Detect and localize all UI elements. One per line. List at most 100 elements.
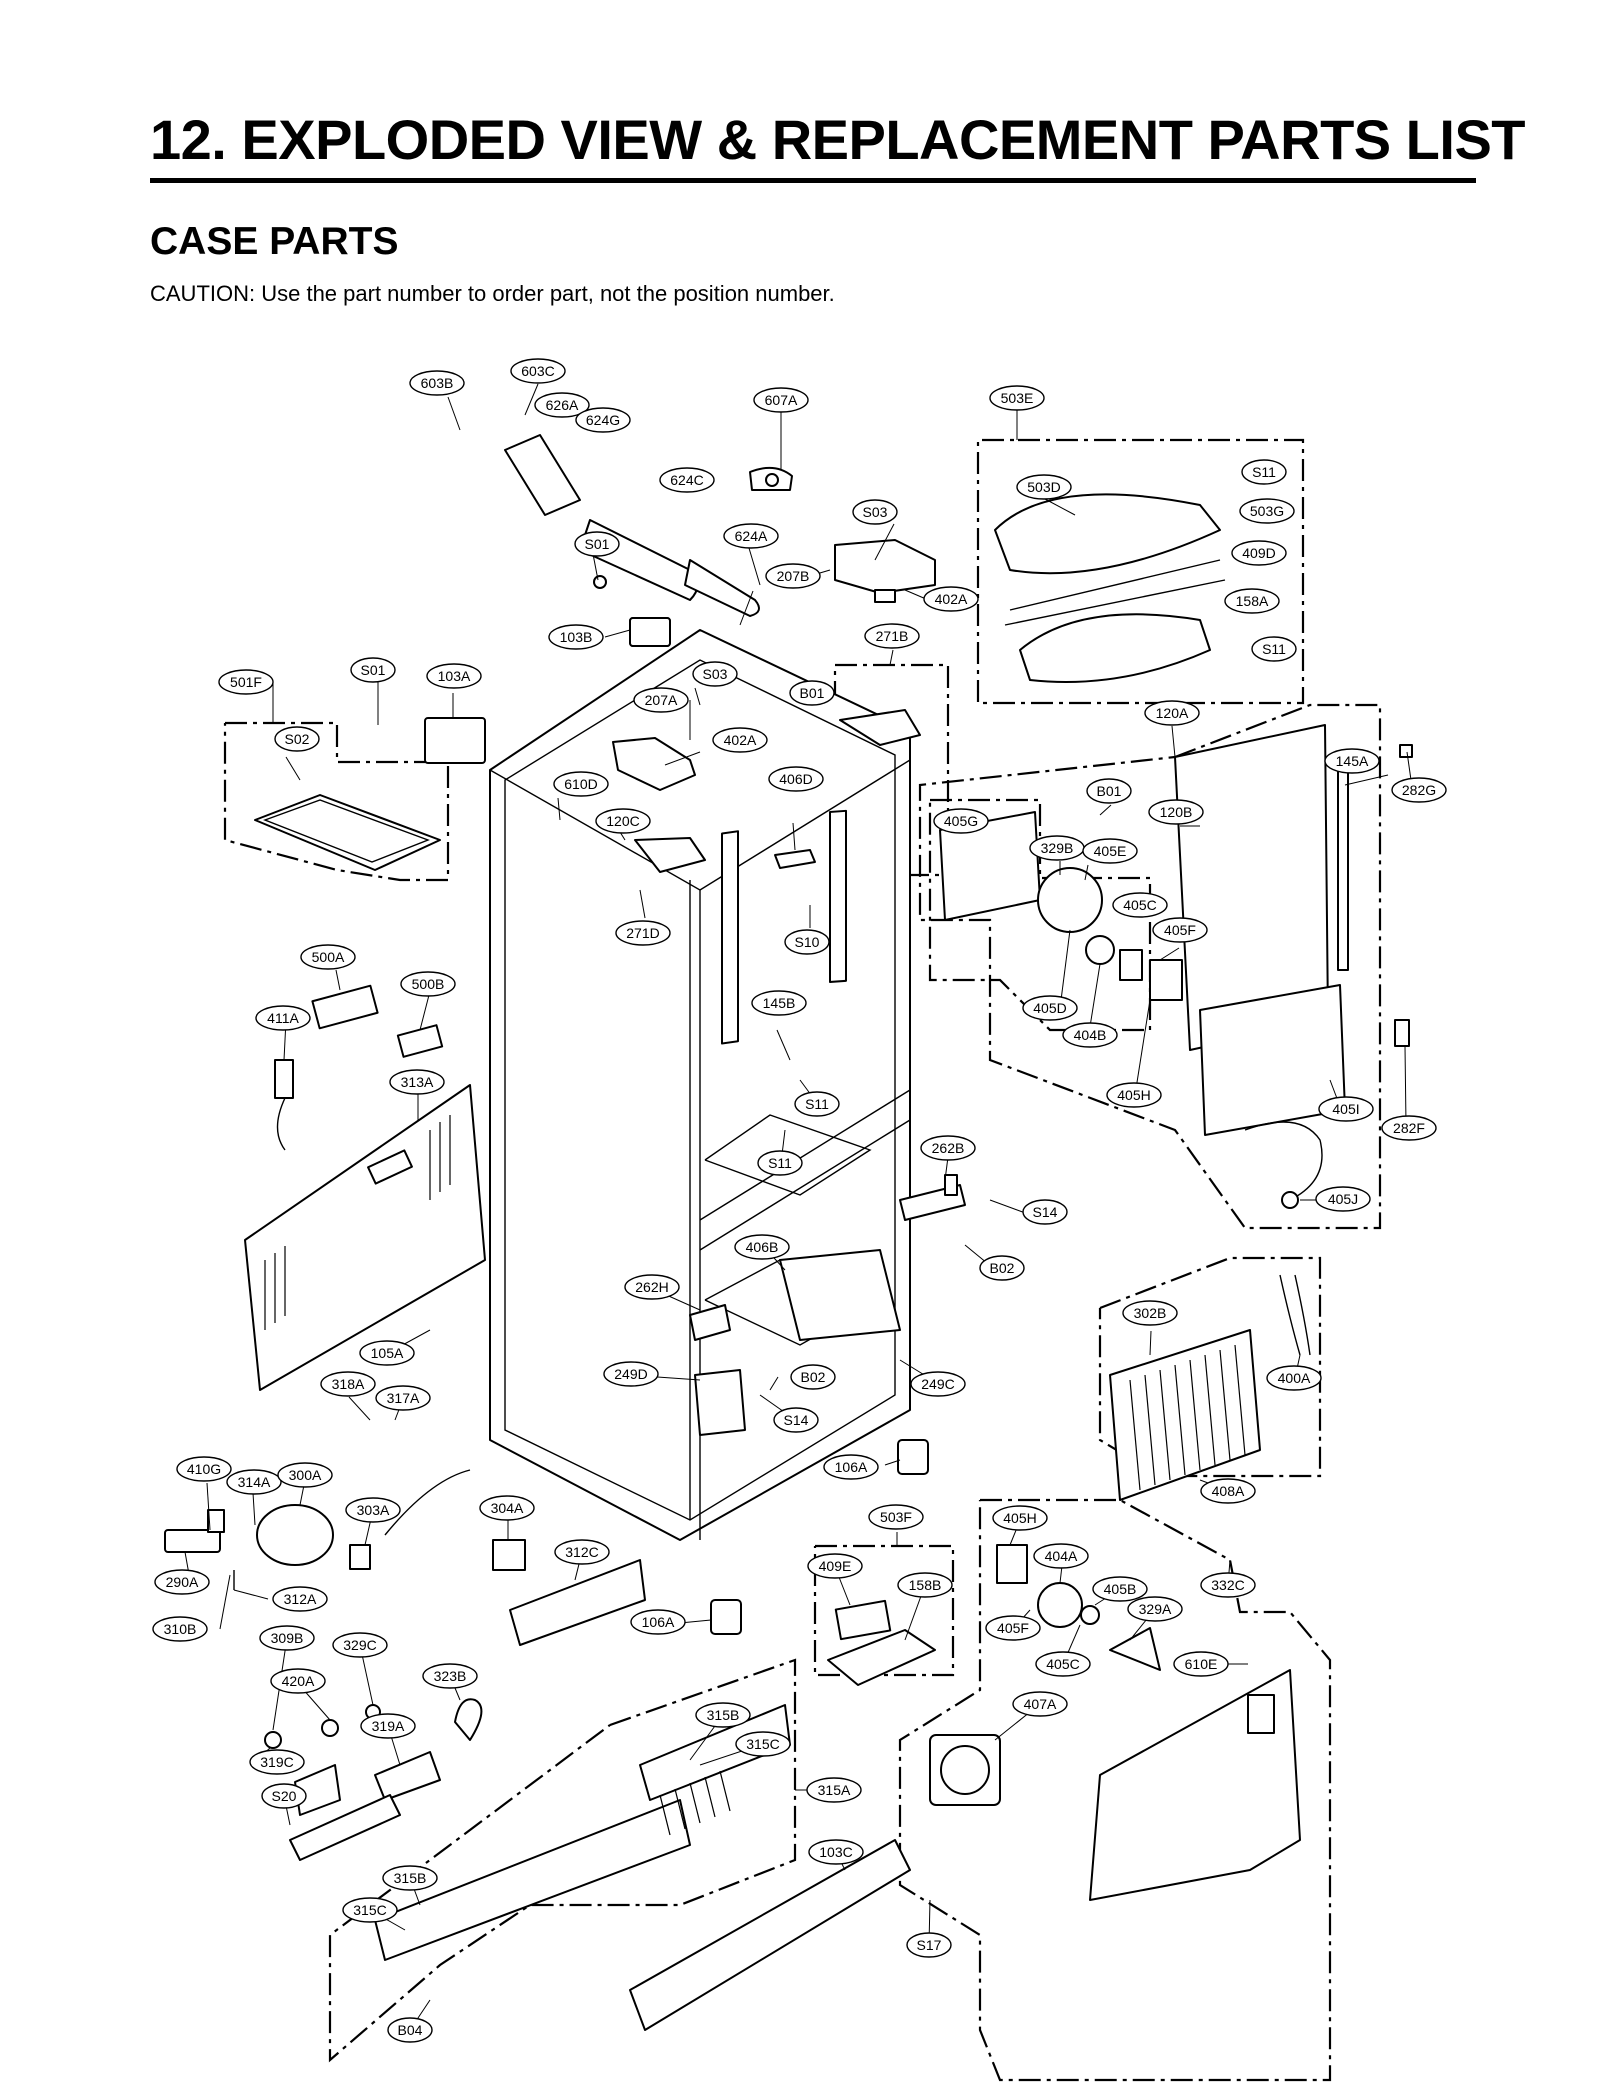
callout-label: 405C <box>1046 1656 1079 1672</box>
callout-label: 313A <box>401 1074 434 1090</box>
callout-624c: 624C <box>659 467 715 493</box>
callout-315c: 315C <box>342 1897 398 1923</box>
callout-label: B02 <box>801 1369 826 1385</box>
callout-624a: 624A <box>723 523 779 549</box>
callout-s17: S17 <box>906 1932 952 1958</box>
callout-158a: 158A <box>1224 588 1280 614</box>
callout-label: 626A <box>546 397 579 413</box>
callout-405e: 405E <box>1082 838 1138 864</box>
callout-624g: 624G <box>575 407 631 433</box>
callout-409d: 409D <box>1231 540 1287 566</box>
callout-249c: 249C <box>910 1371 966 1397</box>
callout-label: 405D <box>1033 1000 1066 1016</box>
callout-label: 406D <box>779 771 812 787</box>
callout-318a: 318A <box>320 1371 376 1397</box>
callout-label: 405E <box>1094 843 1127 859</box>
callout-282f: 282F <box>1381 1115 1437 1141</box>
callout-405c: 405C <box>1112 892 1168 918</box>
callout-103a: 103A <box>426 663 482 689</box>
callout-label: 610D <box>564 776 597 792</box>
callout-label: 323B <box>434 1668 467 1684</box>
title-rule <box>150 178 1476 183</box>
callout-207a: 207A <box>633 687 689 713</box>
callout-label: 407A <box>1024 1696 1057 1712</box>
callout-label: 503D <box>1027 479 1060 495</box>
callout-312a: 312A <box>272 1586 328 1612</box>
callout-b02: B02 <box>790 1364 836 1390</box>
callout-332c: 332C <box>1200 1572 1256 1598</box>
callout-282g: 282G <box>1391 777 1447 803</box>
callout-label: 145A <box>1336 753 1369 769</box>
callout-409e: 409E <box>807 1553 863 1579</box>
callout-158b: 158B <box>897 1572 953 1598</box>
callout-label: 300A <box>289 1467 322 1483</box>
callout-label: B02 <box>990 1260 1015 1276</box>
callout-323b: 323B <box>422 1663 478 1689</box>
callout-label: 624A <box>735 528 768 544</box>
callout-label: 271B <box>876 628 909 644</box>
callout-408a: 408A <box>1200 1478 1256 1504</box>
callout-106a: 106A <box>630 1609 686 1635</box>
callout-label: B04 <box>398 2022 423 2038</box>
callout-label: 405H <box>1003 1510 1036 1526</box>
callout-309b: 309B <box>259 1625 315 1651</box>
callout-501f: 501F <box>218 669 274 695</box>
callout-405h: 405H <box>992 1505 1048 1531</box>
callout-label: S10 <box>795 934 820 950</box>
callout-315b: 315B <box>382 1865 438 1891</box>
callout-207b: 207B <box>765 563 821 589</box>
callout-503e: 503E <box>989 385 1045 411</box>
callout-label: 400A <box>1278 1370 1311 1386</box>
callout-label: 411A <box>267 1010 299 1026</box>
callout-105a: 105A <box>359 1340 415 1366</box>
callout-label: 404B <box>1074 1027 1107 1043</box>
callout-label: 315B <box>707 1707 740 1723</box>
callout-s20: S20 <box>261 1783 307 1809</box>
callout-310b: 310B <box>152 1616 208 1642</box>
callout-411a: 411A <box>255 1005 311 1031</box>
callout-262b: 262B <box>920 1135 976 1161</box>
callout-329a: 329A <box>1127 1596 1183 1622</box>
callout-120c: 120C <box>595 808 651 834</box>
callout-420a: 420A <box>270 1668 326 1694</box>
callout-label: S14 <box>1033 1204 1058 1220</box>
page-title: 12. EXPLODED VIEW & REPLACEMENT PARTS LI… <box>150 108 1526 171</box>
callout-label: 207A <box>645 692 678 708</box>
callout-626a: 626A <box>534 392 590 418</box>
callout-label: S14 <box>784 1412 809 1428</box>
callout-label: S03 <box>703 666 728 682</box>
callout-label: 603B <box>421 375 454 391</box>
callout-label: S11 <box>1262 641 1286 657</box>
callout-label: 624G <box>586 412 620 428</box>
callout-120b: 120B <box>1148 799 1204 825</box>
callout-500b: 500B <box>400 971 456 997</box>
callout-label: 271D <box>626 925 659 941</box>
callout-319c: 319C <box>249 1749 305 1775</box>
callout-329b: 329B <box>1029 835 1085 861</box>
callout-label: 120B <box>1160 804 1193 820</box>
callout-label: 262B <box>932 1140 965 1156</box>
callout-315b: 315B <box>695 1702 751 1728</box>
callout-610d: 610D <box>553 771 609 797</box>
callout-label: 410G <box>187 1461 221 1477</box>
callout-400a: 400A <box>1266 1365 1322 1391</box>
callout-405g: 405G <box>933 808 989 834</box>
callout-271b: 271B <box>864 623 920 649</box>
callout-s03: S03 <box>692 661 738 687</box>
callout-406d: 406D <box>768 766 824 792</box>
callout-label: S17 <box>917 1937 942 1953</box>
callout-s01: S01 <box>350 657 396 683</box>
callout-label: S11 <box>805 1096 829 1112</box>
callout-label: 207B <box>777 568 810 584</box>
callout-405j: 405J <box>1315 1186 1371 1212</box>
callout-label: 315B <box>394 1870 427 1886</box>
callout-label: 503F <box>880 1509 912 1525</box>
callout-label: 405F <box>997 1620 1029 1636</box>
callout-label: 282G <box>1402 782 1436 798</box>
callout-label: 408A <box>1212 1483 1245 1499</box>
callout-label: 405H <box>1117 1087 1150 1103</box>
callout-405f: 405F <box>985 1615 1041 1641</box>
callout-312c: 312C <box>554 1539 610 1565</box>
callout-s11: S11 <box>757 1150 803 1176</box>
